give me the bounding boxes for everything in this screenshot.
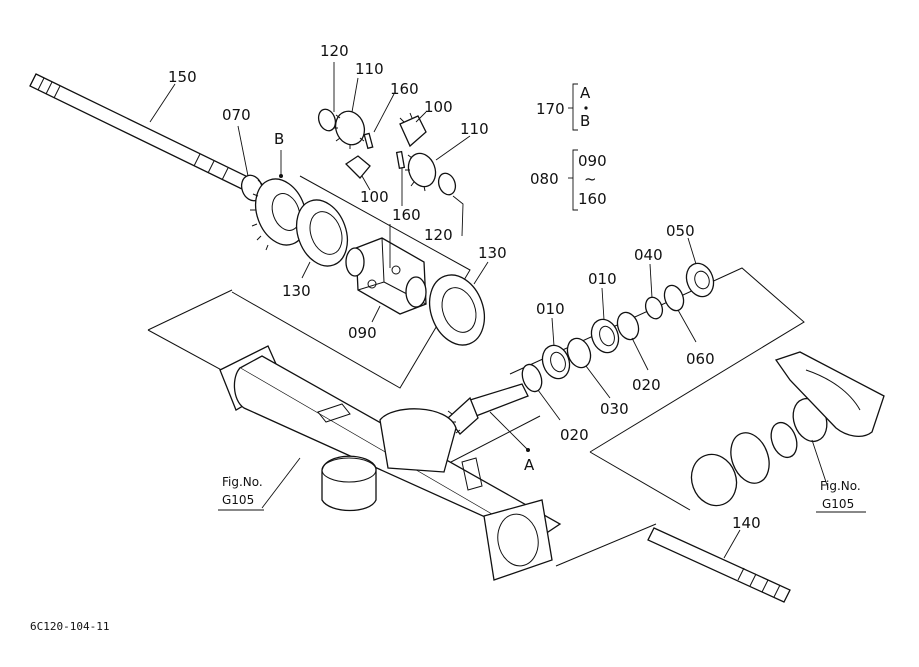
nut-050 [685, 262, 715, 298]
diff-case-090 [345, 237, 427, 315]
leader-160-top [373, 93, 395, 133]
side-gear-110-top [333, 110, 366, 149]
label-a: A [524, 456, 535, 474]
leader-070 [237, 125, 249, 177]
label-050: 050 [666, 222, 695, 240]
leader-150 [149, 83, 176, 123]
label-060: 060 [686, 350, 715, 368]
leader-030 [585, 365, 611, 399]
label-080-tilde: ~ [584, 170, 597, 188]
bracket-080 [572, 149, 578, 211]
fig-ref-right-line1: Fig.No. [820, 479, 861, 493]
label-130-right: 130 [478, 244, 507, 262]
axle-shaft-150 [29, 73, 251, 191]
leader-100-bottom [361, 175, 371, 191]
label-170-b: B [580, 112, 590, 130]
label-120-right: 120 [424, 226, 453, 244]
label-160-bottom: 160 [392, 206, 421, 224]
label-160-top: 160 [390, 80, 419, 98]
leader-090 [371, 305, 381, 323]
leader-120-right [452, 195, 464, 237]
pin-160-top [363, 132, 374, 150]
leader-130-left [301, 261, 311, 279]
right-ring-set [690, 397, 828, 507]
ring-gear-b [250, 178, 308, 251]
fig-ref-left-line2: G105 [222, 493, 254, 507]
label-150: 150 [168, 68, 197, 86]
axle-shaft-140 [647, 527, 791, 603]
leader-010-a [551, 317, 555, 347]
label-110-right: 110 [460, 120, 489, 138]
leader-100-top [415, 111, 427, 123]
label-130-left: 130 [282, 282, 311, 300]
label-010-a: 010 [536, 300, 565, 318]
label-120-top: 120 [320, 42, 349, 60]
right-housing-flange [774, 351, 885, 438]
fig-ref-left-line1: Fig.No. [222, 475, 263, 489]
leader-fig-left [261, 457, 301, 509]
leader-060 [677, 309, 697, 343]
axle-housing [219, 345, 562, 581]
leader-130-right [473, 261, 489, 285]
bracket-170-dot [584, 106, 588, 110]
right-group-outline [555, 451, 691, 567]
leader-010-b [601, 287, 605, 321]
fig-ref-right-line2: G105 [822, 497, 854, 511]
pinion-100-top [399, 112, 427, 148]
leader-140 [723, 529, 741, 559]
label-020-b: 020 [632, 376, 661, 394]
leader-a-pinion [489, 411, 529, 451]
label-170: 170 [536, 100, 565, 118]
leader-b-dot [279, 174, 283, 178]
shim-020-a [521, 363, 543, 393]
ring-060 [663, 284, 685, 312]
washer-120-top [317, 108, 337, 132]
label-080: 080 [530, 170, 559, 188]
label-100-top: 100 [424, 98, 453, 116]
bearing-130-right [428, 274, 486, 346]
label-170-a: A [580, 84, 591, 102]
bearing-010-a [541, 344, 571, 380]
leader-110-right [435, 135, 471, 161]
label-010-b: 010 [588, 270, 617, 288]
leader-020-b [631, 337, 649, 371]
pinion-100-bottom [344, 155, 371, 179]
diff-group-outline [231, 175, 471, 389]
label-070: 070 [222, 106, 251, 124]
pin-160-bottom [395, 150, 406, 169]
washer-120-right [437, 172, 457, 196]
label-090: 090 [348, 324, 377, 342]
drive-pinion-a [447, 383, 529, 435]
collar-030 [566, 337, 592, 369]
label-020-a: 020 [560, 426, 589, 444]
leader-a-dot [526, 448, 530, 452]
label-140: 140 [732, 514, 761, 532]
side-gear-110-right [405, 152, 437, 192]
drawing-code: 6C120-104-11 [30, 620, 109, 633]
label-080-from: 090 [578, 152, 607, 170]
leader-020-a [537, 389, 561, 421]
label-110-top: 110 [355, 60, 384, 78]
label-030: 030 [600, 400, 629, 418]
label-b: B [274, 130, 284, 148]
bearing-130-left [295, 199, 349, 267]
label-040: 040 [634, 246, 663, 264]
label-100-bottom: 100 [360, 188, 389, 206]
leader-110-top [351, 77, 359, 113]
leader-050 [687, 237, 697, 265]
bearing-010-b [590, 318, 620, 354]
bracket-170 [572, 83, 578, 131]
washer-040 [644, 296, 664, 320]
leader-040 [649, 263, 653, 299]
label-080-to: 160 [578, 190, 607, 208]
leader-fig-right [811, 439, 829, 489]
